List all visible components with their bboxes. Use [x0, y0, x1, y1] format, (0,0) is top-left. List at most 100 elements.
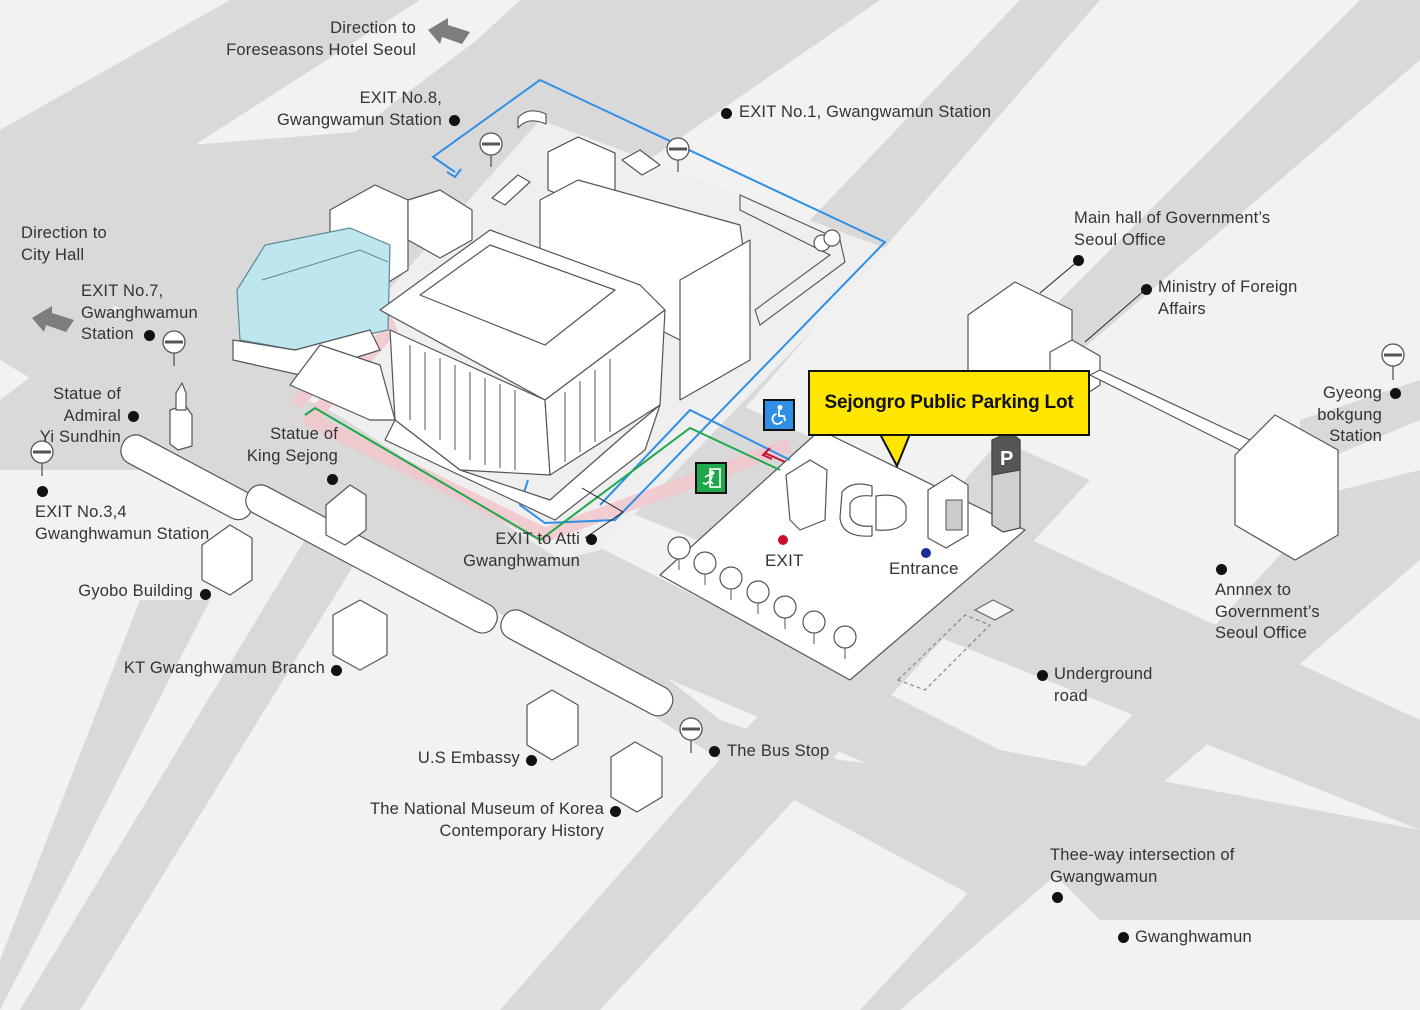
marker-underground-road [1037, 670, 1048, 681]
building-gyeongbokgung-annex [1234, 414, 1339, 561]
direction-cityhall-label: Direction to City Hall [21, 224, 107, 264]
marker-gyobo-building [200, 589, 211, 600]
parking-exit-label: EXIT [765, 551, 804, 570]
label-main-hall-gov: Main hall of Government’s Seoul Office [1074, 209, 1271, 249]
bus-stop-sign-icon [1381, 343, 1405, 380]
label-annex-gov: Annnex to Government’s Seoul Office [1215, 581, 1320, 642]
left-stairs [289, 344, 396, 421]
city-buildings [201, 281, 1339, 813]
median-king [245, 484, 498, 634]
parking-sign-letter: P [1000, 448, 1013, 470]
fence [739, 194, 846, 326]
building-kt [332, 599, 388, 671]
label-national-museum: The National Museum of Korea Contemporar… [370, 800, 604, 840]
parking-entrance-door [945, 499, 963, 531]
road-lower-cross [240, 420, 1060, 900]
leader-lines [581, 260, 1147, 539]
label-kt-branch: KT Gwanghwamun Branch [123, 659, 325, 677]
marker-gwanghwamun [1118, 932, 1129, 943]
label-us-embassy: U.S Embassy [417, 749, 520, 767]
arrow-left-icon [428, 18, 470, 44]
parking-bench-right [875, 494, 907, 531]
leader-mainhall [1039, 260, 1079, 294]
parking-lot-callout: Sejongro Public Parking Lot [808, 370, 1090, 436]
bench-1 [491, 174, 531, 206]
label-statue-king-sejong: Statue of King Sejong [246, 425, 338, 465]
tree [719, 566, 743, 600]
label-gyeongbokgung-station: Gyeong bokgung Station [1317, 384, 1382, 445]
main-hall-columns [409, 345, 611, 470]
marker-three-way-intersection [1052, 892, 1063, 903]
marker-exit-7 [144, 330, 155, 341]
tree [746, 580, 770, 614]
trees [667, 229, 857, 659]
emergency-exit-badge [695, 462, 727, 494]
parking-exit-booth [785, 459, 828, 531]
bench-2 [621, 149, 661, 176]
building-side-hall [679, 239, 751, 401]
marker-exit-1 [721, 108, 732, 119]
label-exit-1: EXIT No.1, Gwangwamun Station [739, 103, 992, 121]
main-hall-roof-top [419, 244, 616, 346]
label-gwanghwamun: Gwanghwamun [1135, 928, 1252, 946]
label-exit-8: EXIT No.8, Gwangwamun Station [276, 89, 442, 129]
bus-stop-sign-icon [479, 132, 503, 167]
median-lower [500, 609, 674, 717]
annex-base [232, 329, 381, 376]
tree [802, 610, 826, 644]
building-back-block-2 [407, 189, 473, 259]
arrow-left-icon [32, 306, 74, 332]
bus-stop-sign-icon [162, 330, 186, 366]
medians [120, 382, 674, 717]
tree [773, 595, 797, 629]
label-exit-atti: EXIT to Atti Gwanghwamun [463, 530, 580, 570]
building-museum-korea [610, 741, 663, 813]
route-blue-arrow-top [446, 168, 462, 179]
marker-exit-3-4 [37, 486, 48, 497]
statue-admiral-figure [175, 382, 187, 411]
road-northeast-2 [960, 0, 1420, 420]
statue-king [325, 484, 367, 546]
leader-atti [581, 487, 624, 539]
walkway-bridge [1089, 369, 1251, 451]
emergency-exit-icon [702, 468, 721, 488]
route-green [304, 406, 781, 542]
marker-gyeongbokgung-station [1390, 388, 1401, 399]
underground-road-outline [896, 614, 992, 691]
label-underground-road: Underground road [1054, 665, 1153, 705]
marker-national-museum [610, 806, 621, 817]
marker-main-hall-gov [1073, 255, 1084, 266]
museum-buildings [232, 136, 846, 521]
route-red-arrow [764, 452, 786, 463]
label-statue-admiral: Statue of Admiral Yi Sundhin [39, 385, 121, 446]
front-stairs [384, 404, 661, 521]
bus-stop-sign-icon [30, 440, 54, 476]
marker-annex-gov [1216, 564, 1227, 575]
bench-curved [517, 110, 547, 129]
bus-stop-sign-icon [679, 717, 703, 753]
label-mofa: Ministry of Foreign Affairs [1158, 278, 1298, 318]
tree [667, 536, 691, 570]
marker-kt-branch [331, 665, 342, 676]
wheelchair-badge [763, 399, 795, 431]
parking-entrance-label: Entrance [889, 559, 959, 578]
direction-foreseasons-label: Direction to Foreseasons Hotel Seoul [226, 19, 416, 59]
marker-exit-atti [586, 534, 597, 545]
tree [833, 625, 857, 659]
wheelchair-icon [771, 404, 786, 425]
bus-stop-sign-icon [666, 137, 690, 172]
road-southwest-diagonal [0, 600, 210, 1010]
parking-lot-objects [785, 431, 1021, 691]
marker-statue-admiral [128, 411, 139, 422]
label-gyobo-building: Gyobo Building [78, 582, 193, 600]
label-exit-3-4: EXIT No.3,4 Gwanghwamun Station [35, 503, 210, 543]
building-embassy [526, 689, 579, 761]
leader-mofa [1084, 288, 1147, 343]
marker-exit-8 [449, 115, 460, 126]
route-red-arrow-head [761, 447, 773, 460]
tree [693, 551, 717, 585]
parking-bench-left [839, 483, 873, 537]
signs [30, 132, 1405, 753]
statue-admiral [169, 404, 193, 451]
